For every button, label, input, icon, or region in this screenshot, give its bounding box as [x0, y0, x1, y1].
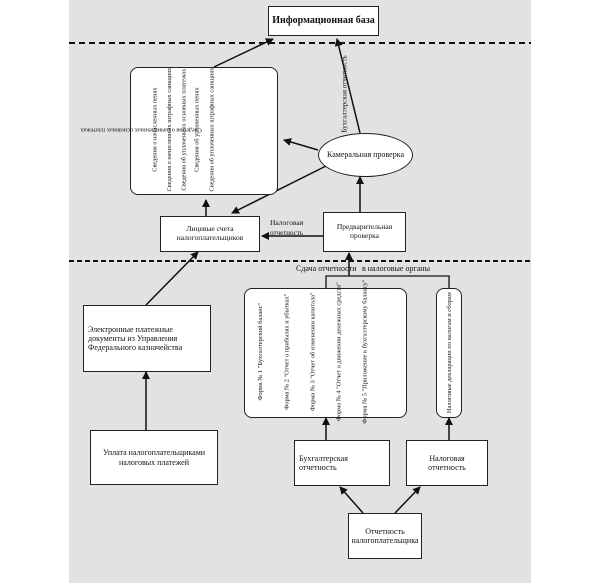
submission-label: Сдача отчетности	[296, 264, 357, 273]
info-list-item-6: Сведения об уплаченных штрафных санкциях	[207, 68, 215, 192]
arrow-cameral-to-infolist	[283, 138, 319, 151]
to-tax-authorities-label: в налоговые органы	[362, 264, 430, 273]
info-list-item-3: Сведения о начисленных штрафных санкциях	[165, 68, 173, 192]
declarations-box: Налоговые декларации по налогам и сборам	[436, 288, 462, 418]
preliminary-check-box: Предварительная проверка	[323, 212, 406, 252]
form-4: Форма № 4 "Отчет о движении денежных сре…	[335, 282, 343, 422]
tax-report-box: Налоговая отчетность	[406, 440, 488, 486]
arrow-infolist-to-infobase	[213, 38, 274, 68]
arrow-forms-to-preliminary	[325, 275, 450, 288]
accounting-reporting-vertical-label: Бухгалтерская отчетность	[341, 55, 349, 133]
forms-box: Форма № 1 "Бухгалтерский баланс" Форма №…	[244, 279, 407, 425]
payment-box: Уплата налогоплательщиками налоговых пла…	[90, 430, 218, 485]
arrow-docs-to-accounts	[145, 251, 199, 306]
taxpayer-report-box: Отчетность налогоплательщика	[348, 513, 422, 559]
info-list-item-4: Сведения об уплаченных основных платежах	[179, 69, 187, 191]
personal-accounts-box: Лицевые счета налогоплательщиков	[160, 216, 260, 252]
form-5: Форма № 5 "Приложение к бухгалтерскому б…	[361, 279, 369, 425]
arrow-taxpayer-to-tax	[394, 486, 421, 514]
arrow-cameral-to-infobase	[334, 38, 361, 134]
arrow-cameral-to-accounts	[231, 163, 331, 214]
form-2: Форма № 2 "Отчет о прибылях и убытках"	[283, 293, 291, 411]
electronic-docs-box: Электронные платежные документы из Управ…	[83, 305, 211, 372]
form-1: Форма № 1 "Бухгалтерский баланс"	[257, 303, 265, 401]
info-list-item-5: Сведения об уплаченных пенях	[193, 87, 201, 173]
info-list-box: Сведения о начисленных основных платежах…	[81, 67, 278, 195]
info-list-item-2: Сведения о начисленных пенях	[151, 87, 159, 173]
tax-reporting-line-2: отчетность	[270, 228, 304, 237]
info-base-box: Информационная база	[268, 6, 379, 36]
form-3: Форма № 3 "Отчет об изменении капитала"	[309, 292, 317, 412]
declarations-text: Налоговые декларации по налогам и сборам	[445, 292, 453, 414]
accounting-report-box: Бухгалтерская отчетность	[294, 440, 390, 486]
arrow-taxpayer-to-accounting	[339, 486, 364, 514]
cameral-check-ellipse: Камеральная проверка	[318, 133, 413, 177]
tax-reporting-line-1: Налоговая	[270, 218, 304, 227]
tax-reporting-label: Налоговая отчетность	[270, 218, 303, 238]
